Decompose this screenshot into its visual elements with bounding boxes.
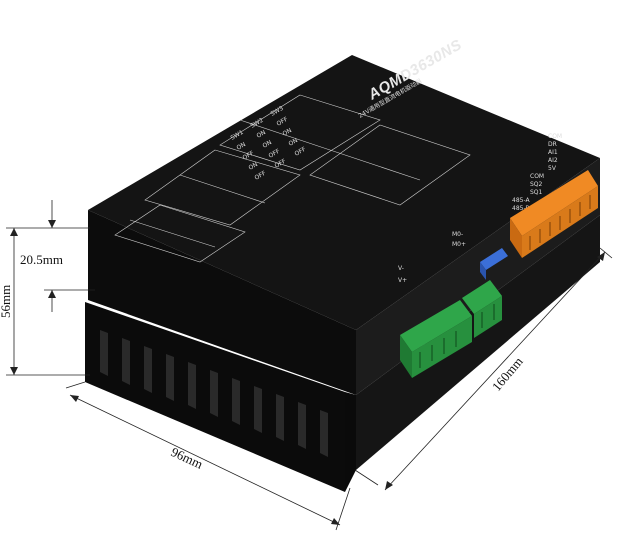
dimension-height-step-label: 20.5mm xyxy=(20,252,63,267)
dip-switch xyxy=(480,248,508,280)
svg-text:AI1: AI1 xyxy=(548,149,558,156)
svg-text:5V: 5V xyxy=(548,165,557,172)
green-terminal-block-motor xyxy=(462,280,502,338)
motor-labels: M0- M0+ xyxy=(452,231,466,248)
svg-text:ON: ON xyxy=(288,137,299,148)
orange-terminal-block xyxy=(510,170,598,258)
heatsink-fins xyxy=(100,330,328,457)
dimension-width-label: 96mm xyxy=(169,444,205,472)
settings-table xyxy=(114,94,471,263)
svg-text:SQ2: SQ2 xyxy=(530,181,543,188)
svg-text:M0-: M0- xyxy=(452,231,463,238)
svg-text:485-A: 485-A xyxy=(512,197,530,204)
svg-text:COM: COM xyxy=(530,173,544,180)
dimension-length-label: 160mm xyxy=(489,354,526,394)
svg-text:COM: COM xyxy=(548,133,562,140)
power-labels: V- V+ xyxy=(398,265,407,284)
svg-text:ON: ON xyxy=(256,129,267,140)
svg-text:DR: DR xyxy=(548,141,557,148)
svg-text:ON: ON xyxy=(282,127,293,138)
svg-text:M0+: M0+ xyxy=(452,241,466,248)
signal-labels: COM DR AI1 AI2 5V COM SQ2 SQ1 485-A 485-… xyxy=(512,133,562,212)
svg-text:AI2: AI2 xyxy=(548,157,558,164)
dimension-height-total-label: 56mm xyxy=(0,285,13,318)
svg-text:ON: ON xyxy=(262,139,273,150)
svg-text:ON: ON xyxy=(248,161,259,172)
svg-text:V+: V+ xyxy=(398,277,407,284)
svg-text:V-: V- xyxy=(398,265,404,272)
dimension-arrows xyxy=(10,220,605,525)
svg-text:485-B: 485-B xyxy=(512,205,530,212)
svg-text:ON: ON xyxy=(236,141,247,152)
dimension-lines xyxy=(6,200,613,531)
svg-text:SQ1: SQ1 xyxy=(530,189,543,196)
green-terminal-block-power xyxy=(400,300,472,378)
